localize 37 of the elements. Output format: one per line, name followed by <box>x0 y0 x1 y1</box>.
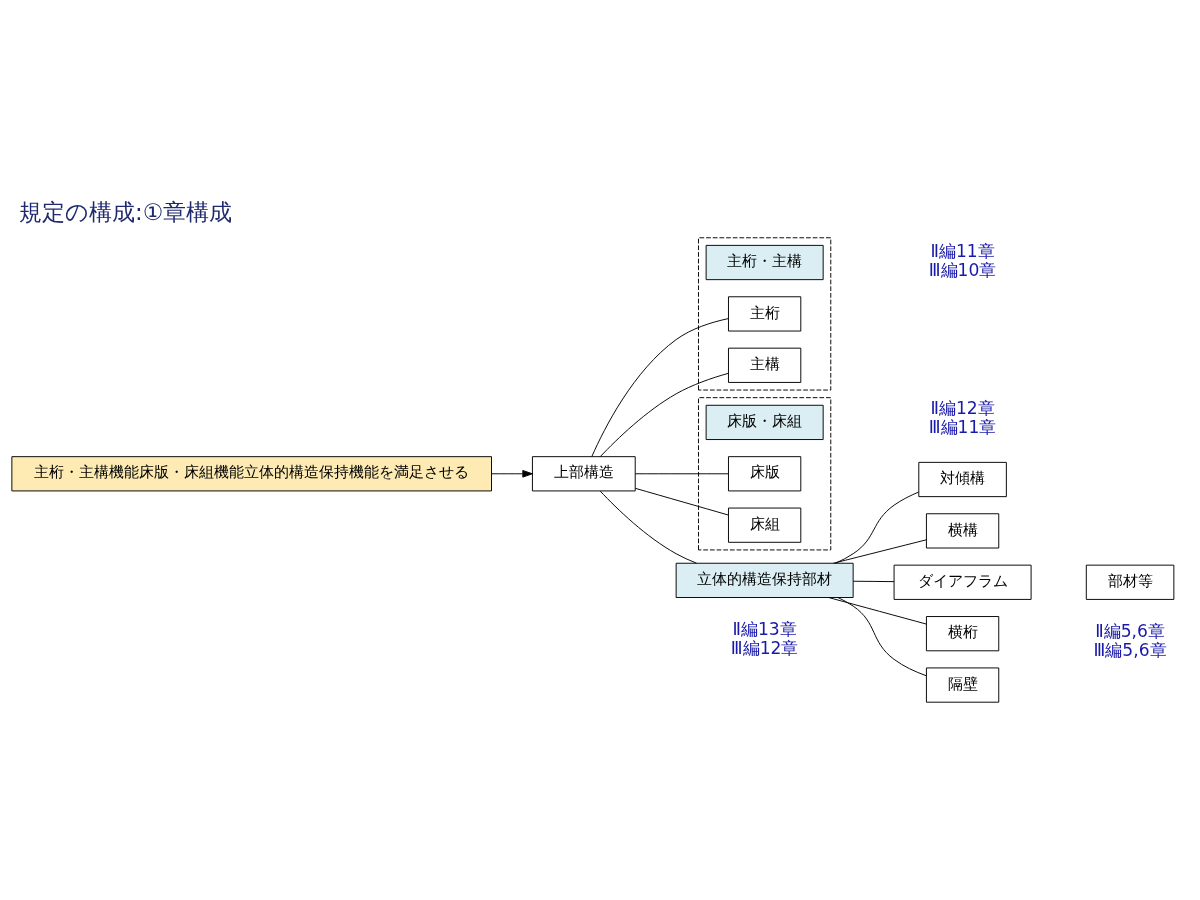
node-label: Ⅱ編13章 <box>732 619 797 640</box>
connector <box>634 487 729 516</box>
node-label: Ⅱ編5,6章 <box>1095 620 1165 641</box>
connector <box>835 491 919 564</box>
node-box: 主桁・主構機能床版・床組機能立体的構造保持機能を満足させる <box>11 456 492 492</box>
node-box: 横桁 <box>925 616 1000 652</box>
node-label: Ⅱ編12章 <box>930 398 995 419</box>
node-box: 部材等 <box>1085 564 1175 600</box>
connector <box>852 580 895 583</box>
node-box: ダイアフラム <box>893 564 1032 600</box>
node-box: 隔壁 <box>925 667 1000 703</box>
cluster <box>698 237 832 391</box>
node-box: 立体的構造保持部材 <box>675 562 854 598</box>
node-box: 床版 <box>728 456 802 492</box>
node-label: Ⅲ編12章 <box>730 638 799 659</box>
node-box: 床版・床組 <box>705 404 824 440</box>
node-box: 床組 <box>728 507 802 543</box>
node-label: Ⅱ編11章 <box>930 241 995 262</box>
node-label: Ⅲ編5,6章 <box>1093 639 1167 660</box>
connector <box>837 597 927 677</box>
connector <box>634 473 729 475</box>
connector <box>599 490 697 564</box>
node-box: 主桁・主構 <box>705 244 824 281</box>
node-label: Ⅲ編10章 <box>928 260 997 281</box>
node-box: 横構 <box>925 513 1000 549</box>
node-box: 対傾構 <box>918 461 1007 498</box>
connector <box>599 372 729 457</box>
cluster <box>698 397 832 551</box>
node-label: Ⅲ編11章 <box>928 417 997 438</box>
arrow <box>491 470 533 478</box>
node-box: 主桁 <box>728 296 802 332</box>
node-box: 主構 <box>728 347 802 383</box>
connector <box>591 318 729 458</box>
connector <box>828 597 927 625</box>
connector <box>833 539 927 564</box>
diagram-title: 規定の構成:①章構成 <box>19 198 233 225</box>
node-box: 上部構造 <box>531 456 636 492</box>
